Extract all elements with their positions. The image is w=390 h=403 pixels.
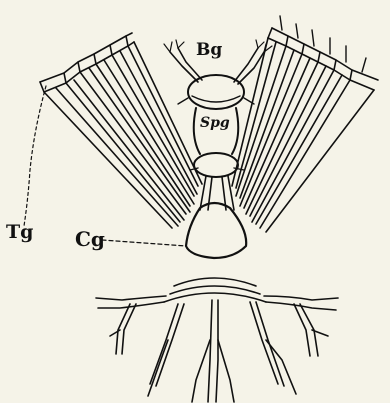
right-appendage-fan xyxy=(232,28,378,232)
label-cg: Cg xyxy=(75,229,105,249)
cerebral-ganglion xyxy=(186,203,246,258)
lower-branching-nerves xyxy=(96,296,338,402)
label-tg: Tg xyxy=(6,223,33,242)
label-bg: Bg xyxy=(196,42,222,59)
label-spg: Spg xyxy=(200,116,230,130)
right-fan-notches xyxy=(280,16,366,72)
cg-leader-line xyxy=(102,240,186,246)
left-appendage-fan xyxy=(40,33,202,228)
transverse-arch xyxy=(164,278,266,302)
tg-leader-line xyxy=(24,86,46,226)
